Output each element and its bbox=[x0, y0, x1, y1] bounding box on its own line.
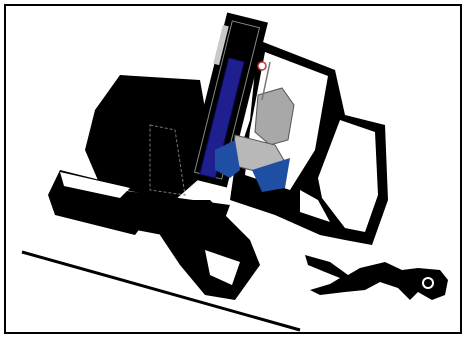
person-head bbox=[424, 279, 432, 287]
seat-back bbox=[255, 88, 294, 145]
seat-belt-anchor bbox=[258, 62, 266, 70]
